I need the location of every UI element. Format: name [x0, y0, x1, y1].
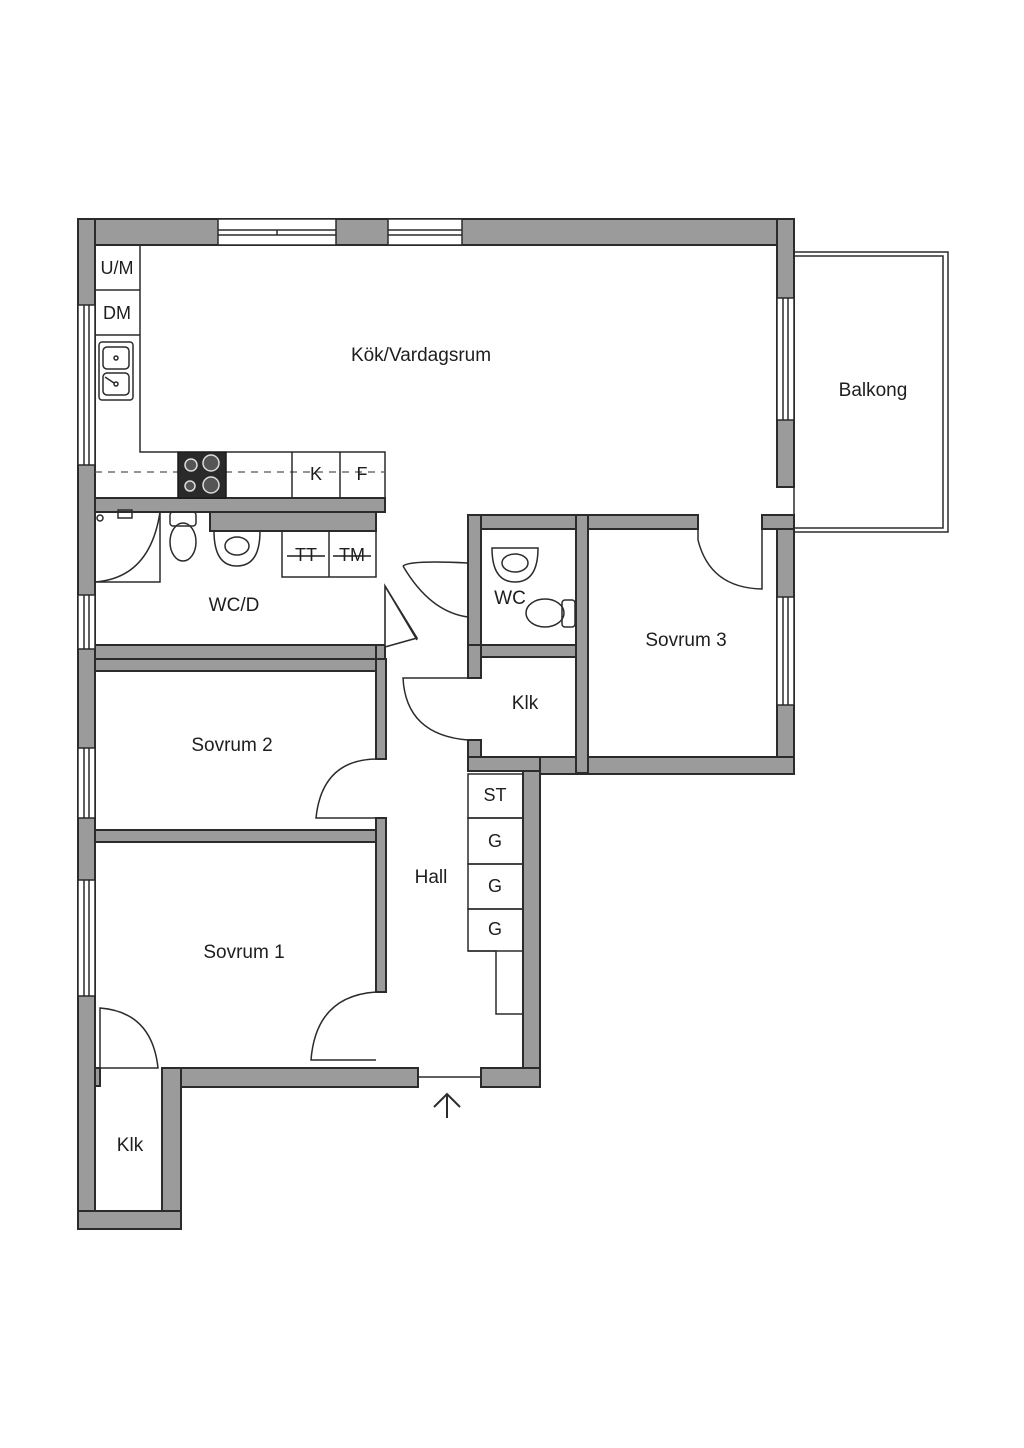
room-label-kitchen-living: Kök/Vardagsrum	[351, 345, 491, 366]
room-label-closet-bottom: Klk	[117, 1135, 144, 1156]
wc-washbasin-icon	[491, 547, 539, 583]
wc-toilet-icon	[525, 598, 576, 628]
fixture-label-um: U/M	[101, 258, 134, 278]
washbasin-icon	[213, 530, 261, 567]
tt-tm-appliances	[281, 530, 377, 578]
inner-walls	[94, 497, 795, 1087]
storage-cabinets	[467, 773, 524, 1015]
fixture-label-tt: TT	[295, 545, 317, 565]
room-label-bedroom3: Sovrum 3	[645, 630, 726, 651]
fixture-label-st: ST	[483, 785, 506, 805]
double-sink-icon	[98, 341, 134, 401]
kitchen-counter	[95, 244, 386, 498]
fixture-label-tm: TM	[339, 545, 365, 565]
room-label-hall: Hall	[415, 867, 448, 888]
stove-icon	[177, 451, 227, 499]
shower-icon	[94, 509, 161, 583]
fixture-label-g2: G	[488, 876, 502, 896]
room-label-closet-mid: Klk	[512, 693, 539, 714]
balcony-outline	[793, 251, 949, 533]
fixture-label-k: K	[310, 464, 322, 484]
fixture-label-g3: G	[488, 919, 502, 939]
room-label-wc-d: WC/D	[209, 595, 260, 616]
room-label-bedroom2: Sovrum 2	[191, 735, 272, 756]
room-label-balcony: Balkong	[839, 380, 908, 401]
room-label-bedroom1: Sovrum 1	[203, 942, 284, 963]
fixture-label-f: F	[357, 464, 368, 484]
toilet-icon	[169, 511, 197, 562]
fixture-label-g1: G	[488, 831, 502, 851]
windows	[77, 218, 795, 997]
doors	[99, 529, 763, 1078]
entrance-arrow-icon	[433, 1092, 461, 1118]
fixture-label-dm: DM	[103, 303, 131, 323]
room-label-wc: WC	[494, 588, 526, 609]
